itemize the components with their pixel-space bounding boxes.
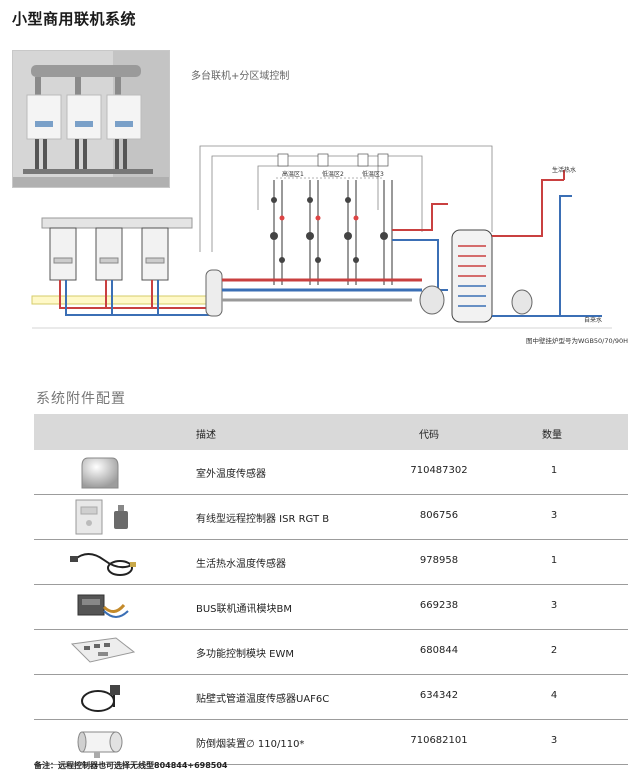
table-row: BUS联机通讯模块BM 669238 3 <box>34 585 628 630</box>
zone-label: 低温区3 <box>362 170 384 178</box>
product-photo <box>12 50 170 188</box>
row-desc: 生活热水温度传感器 <box>196 559 286 570</box>
table-row: 有线型远程控制器 ISR RGT B 806756 3 <box>34 495 628 540</box>
zone-label: 高温区1 <box>282 170 304 178</box>
row-qty: 1 <box>550 465 558 476</box>
row-desc: 有线型远程控制器 ISR RGT B <box>196 514 330 525</box>
table-row: 多功能控制模块 EWM 680844 2 <box>34 630 628 675</box>
accessories-table: 描述 代码 数量 室外温度传感器 710487302 1 有线型远程控制器 IS… <box>34 414 628 765</box>
row-desc: 室外温度传感器 <box>196 469 266 480</box>
pipe-sensor-icon <box>81 685 120 712</box>
hot-water-sensor-icon <box>70 553 136 576</box>
bus-module-icon <box>77 594 129 618</box>
row-desc: 多功能控制模块 EWM <box>196 649 295 660</box>
system-diagram: 高温区1 低温区2 低温区3 <box>31 145 612 329</box>
table-row: 贴壁式管道温度传感器UAF6C 634342 4 <box>34 675 628 720</box>
table-header: 描述 代码 数量 <box>34 414 628 450</box>
hot-water-label: 生活热水 <box>552 166 576 174</box>
multifunction-module-icon <box>70 637 136 663</box>
table-row: 室外温度传感器 710487302 1 <box>34 450 628 495</box>
row-desc: BUS联机通讯模块BM <box>196 604 293 615</box>
header-desc: 描述 <box>196 430 216 441</box>
cold-water-label: 自来水 <box>584 316 602 324</box>
page-title: 小型商用联机系统 <box>12 10 137 28</box>
table-row: 生活热水温度传感器 978958 1 <box>34 540 628 585</box>
row-qty: 3 <box>550 735 558 746</box>
draft-diverter-icon <box>77 731 123 758</box>
row-code: 710487302 <box>410 465 468 476</box>
diagram-subtitle: 多台联机+分区域控制 <box>191 71 290 82</box>
row-code: 978958 <box>419 555 459 566</box>
table-row: 防倒烟装置∅ 110/110* 710682101 3 <box>34 720 628 765</box>
row-desc: 防倒烟装置∅ 110/110* <box>196 739 305 750</box>
outdoor-temperature-sensor-icon <box>81 457 119 489</box>
header-qty: 数量 <box>542 430 562 441</box>
footnote: 备注：远程控制器也可选择无线型804844+698504 <box>34 761 228 770</box>
diagram-caption: 图中壁挂炉型号为WGB50/70/90H <box>525 337 628 345</box>
row-code: 669238 <box>419 600 459 611</box>
row-qty: 2 <box>550 645 558 656</box>
row-qty: 3 <box>550 510 558 521</box>
row-code: 680844 <box>419 645 459 656</box>
row-qty: 4 <box>550 690 558 701</box>
row-qty: 1 <box>550 555 558 566</box>
row-code: 710682101 <box>410 735 468 746</box>
row-desc: 贴壁式管道温度传感器UAF6C <box>196 694 330 705</box>
zone-label: 低温区2 <box>322 170 344 178</box>
section-title: 系统附件配置 <box>36 391 126 407</box>
row-code: 806756 <box>419 510 459 521</box>
header-code: 代码 <box>419 430 439 441</box>
remote-controller-icon <box>75 499 128 535</box>
row-qty: 3 <box>550 600 558 611</box>
row-code: 634342 <box>419 690 459 701</box>
